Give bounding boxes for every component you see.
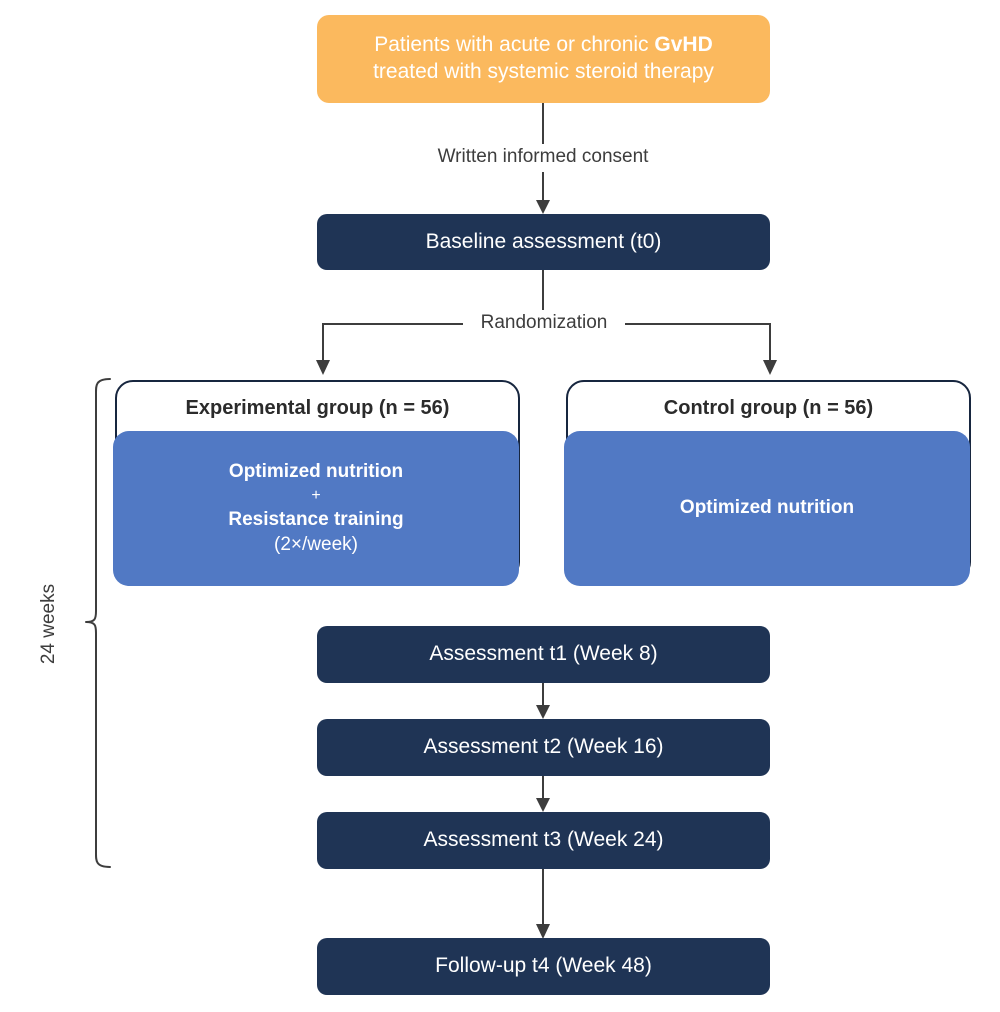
experimental-intervention-nutrition: Optimized nutrition bbox=[228, 461, 404, 483]
experimental-intervention-resistance: Resistance training bbox=[228, 509, 404, 531]
node-experimental-intervention: Optimized nutrition + Resistance trainin… bbox=[113, 431, 519, 586]
node-assessment-t3: Assessment t3 (Week 24) bbox=[317, 812, 770, 869]
connector-label-randomization: Randomization bbox=[463, 312, 625, 334]
arrowhead-t3 bbox=[536, 798, 550, 812]
assessment-t3-label: Assessment t3 (Week 24) bbox=[423, 828, 664, 852]
node-baseline-assessment: Baseline assessment (t0) bbox=[317, 214, 770, 270]
assessment-t1-label: Assessment t1 (Week 8) bbox=[429, 642, 658, 666]
enrollment-line-1: Patients with acute or chronic GvHD bbox=[374, 32, 713, 59]
arrowhead-baseline bbox=[536, 200, 550, 214]
arrowhead-experimental-group bbox=[316, 360, 330, 375]
node-assessment-t1: Assessment t1 (Week 8) bbox=[317, 626, 770, 683]
node-followup-t4: Follow-up t4 (Week 48) bbox=[317, 938, 770, 995]
experimental-intervention-frequency: (2×/week) bbox=[274, 533, 358, 555]
baseline-assessment-label: Baseline assessment (t0) bbox=[425, 229, 662, 253]
control-intervention-nutrition: Optimized nutrition bbox=[679, 497, 855, 519]
assessment-t2-label: Assessment t2 (Week 16) bbox=[423, 735, 664, 759]
arrowhead-t4 bbox=[536, 924, 550, 939]
control-group-header: Control group (n = 56) bbox=[663, 397, 874, 419]
node-enrollment: Patients with acute or chronic GvHD trea… bbox=[317, 15, 770, 103]
connector-randomization-left bbox=[322, 323, 463, 364]
enrollment-gvhd-term: GvHD bbox=[654, 33, 713, 57]
experimental-intervention-plus: + bbox=[311, 487, 321, 505]
node-assessment-t2: Assessment t2 (Week 16) bbox=[317, 719, 770, 776]
followup-t4-label: Follow-up t4 (Week 48) bbox=[435, 954, 652, 978]
connector-randomization-right bbox=[625, 323, 771, 364]
node-control-intervention: Optimized nutrition bbox=[564, 431, 970, 586]
enrollment-line-1-prefix: Patients with acute or chronic bbox=[374, 33, 655, 57]
connector-label-written-informed-consent: Written informed consent bbox=[403, 146, 683, 168]
arrowhead-control-group bbox=[763, 360, 777, 375]
duration-brace bbox=[85, 378, 111, 868]
experimental-group-header: Experimental group (n = 56) bbox=[185, 397, 450, 419]
duration-bracket-label: 24 weeks bbox=[38, 583, 59, 665]
arrowhead-t2 bbox=[536, 705, 550, 719]
enrollment-line-2: treated with systemic steroid therapy bbox=[373, 60, 714, 83]
